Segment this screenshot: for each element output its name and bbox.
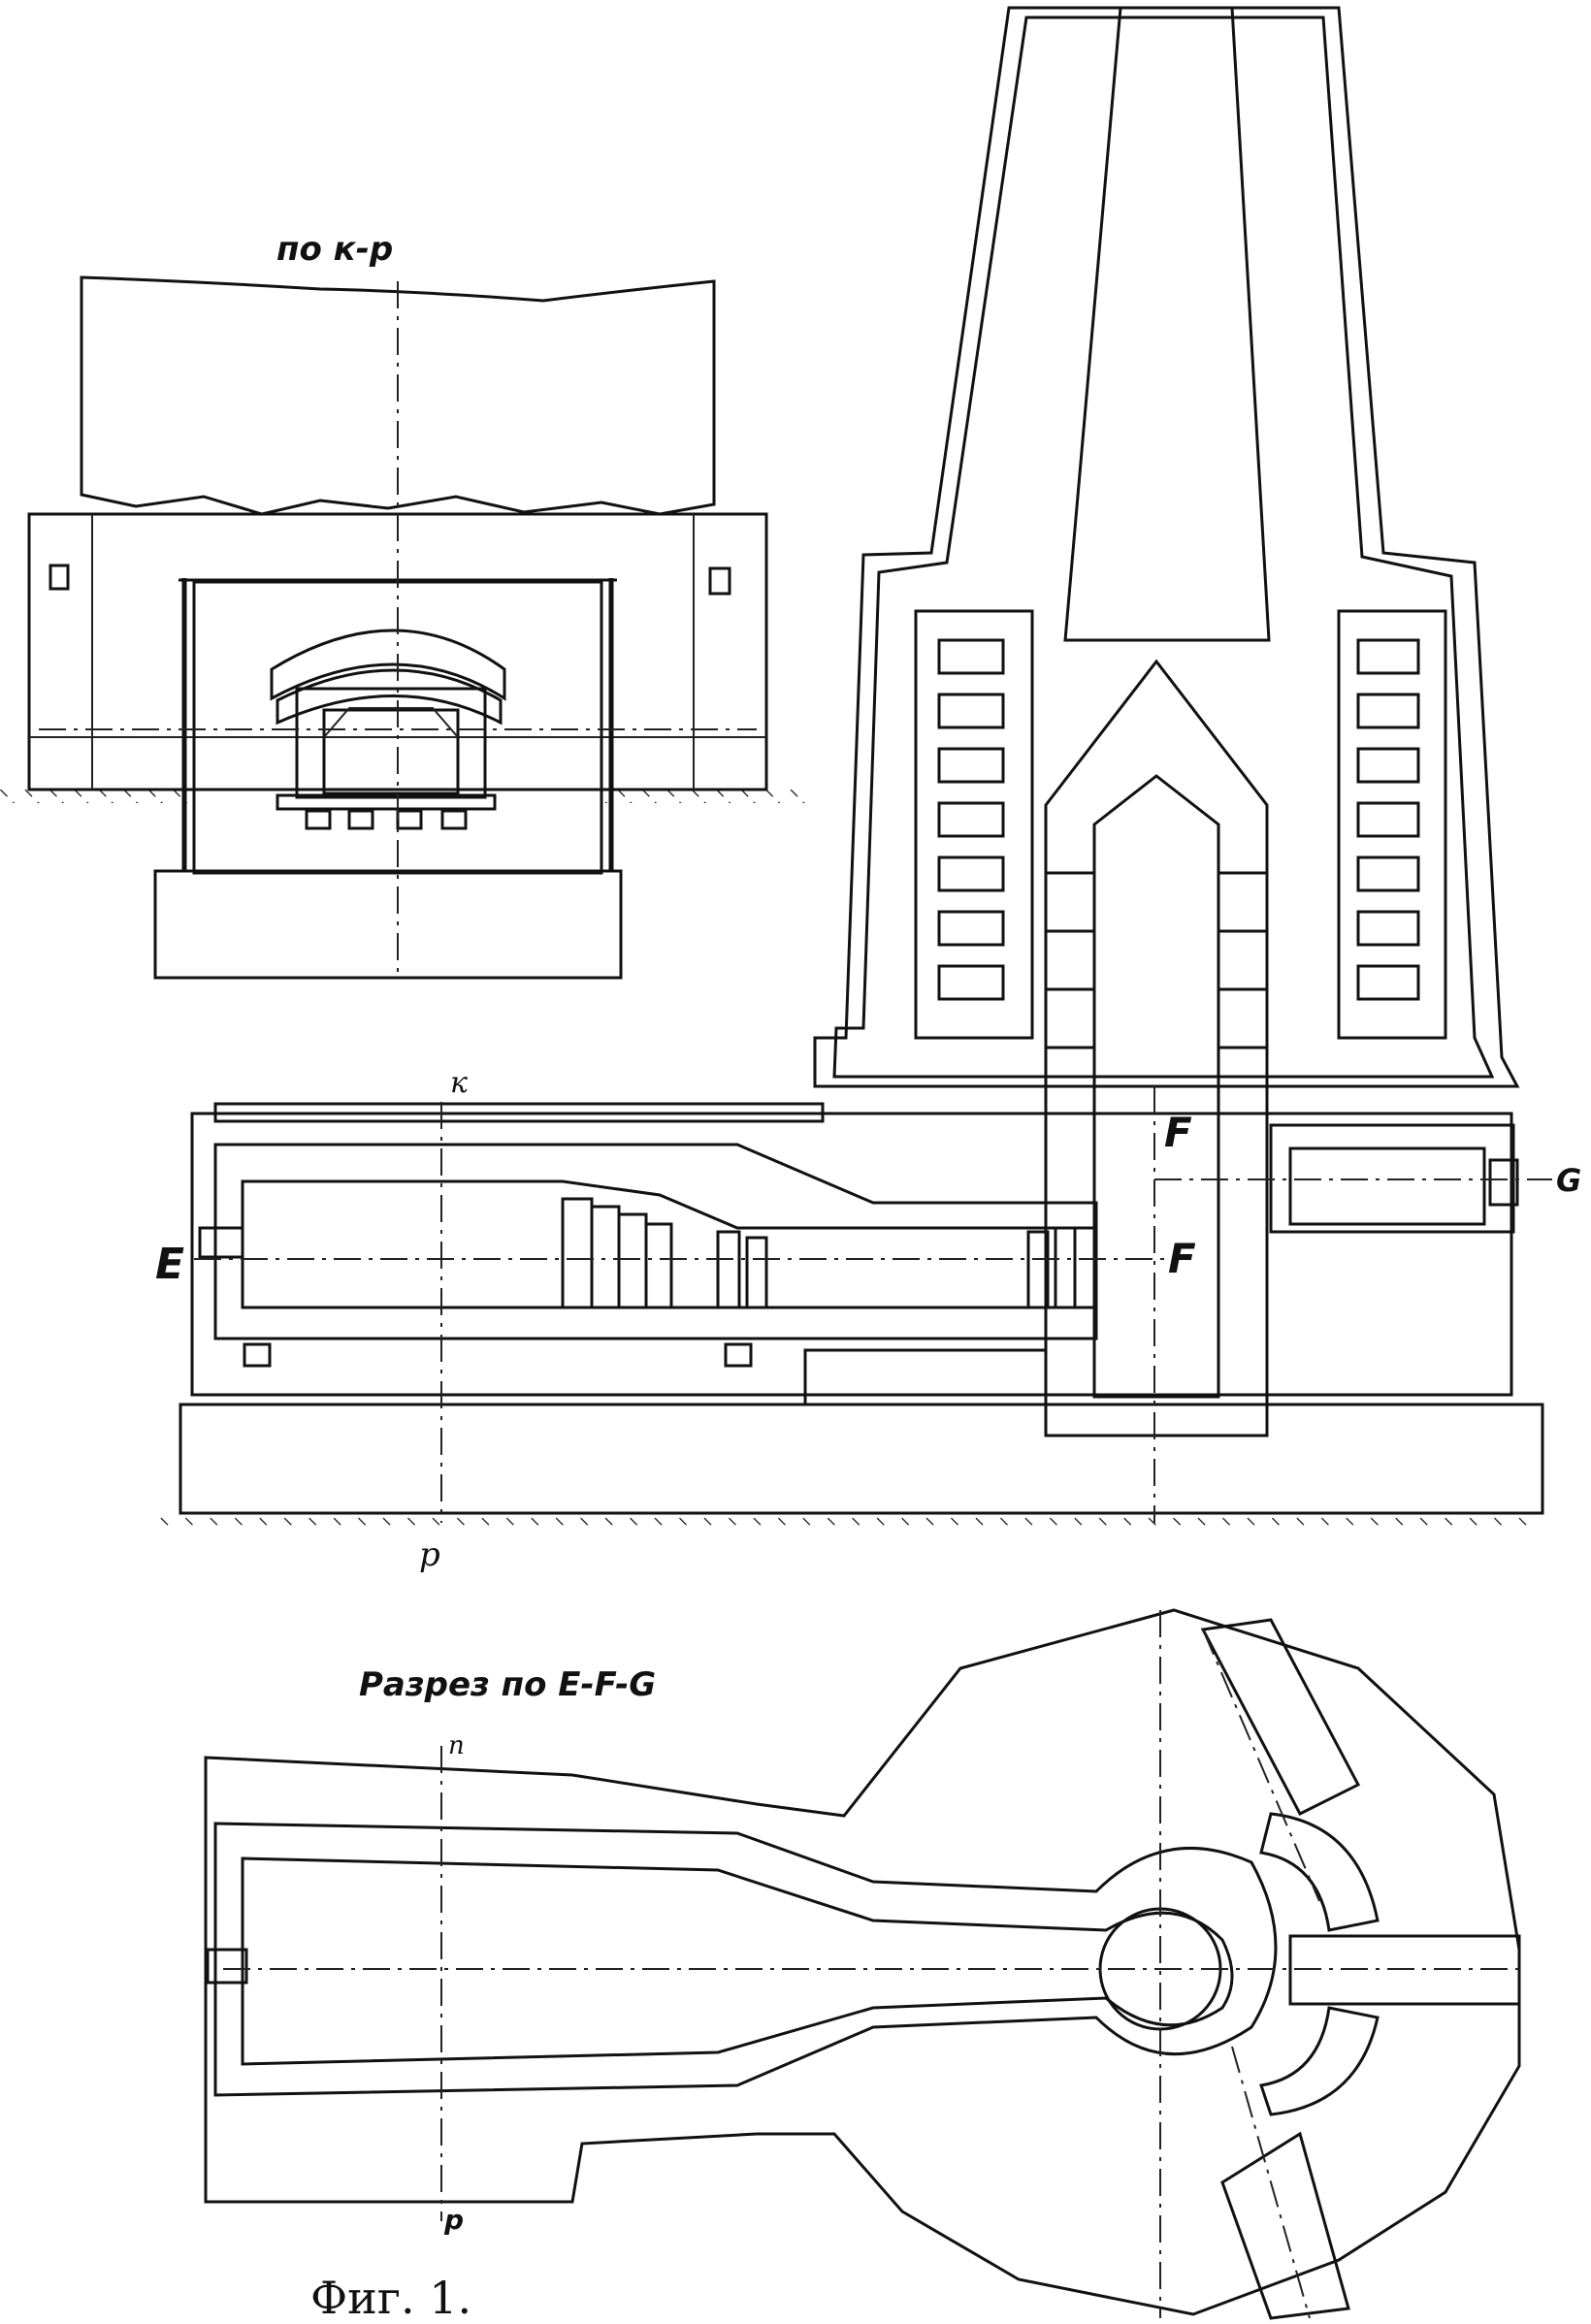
cross-section-view: по к-р <box>0 230 815 980</box>
label-p: р <box>419 1535 440 1574</box>
upper-wall-outline <box>80 275 716 516</box>
furnace-lining <box>213 1143 1098 1340</box>
firebox-arch <box>270 629 506 701</box>
tower-fins <box>1046 871 1267 1049</box>
small-opening-right <box>708 566 731 596</box>
plan-outer-body <box>204 1608 1521 2316</box>
plan-label-top: n <box>448 1731 465 1760</box>
plan-section-title: Разрез по E-F-G <box>359 1665 656 1704</box>
plan-flame-channel <box>241 1856 1234 2066</box>
central-tower <box>1044 659 1269 1437</box>
recuperator-right <box>1337 609 1447 1040</box>
label-k: к <box>450 1066 468 1100</box>
longitudinal-section-view: к р E F F G <box>155 6 1581 1574</box>
burner-port <box>198 1226 244 1259</box>
throat-steps <box>561 1197 1077 1309</box>
recuperator-tubes-left <box>937 638 1005 1001</box>
combustion-chamber <box>322 708 460 795</box>
furnace-top-insulation <box>213 1102 825 1123</box>
plan-lining <box>213 1822 1278 2097</box>
main-foundation <box>179 1403 1544 1515</box>
small-opening-left <box>49 564 70 591</box>
chamber-lining <box>295 687 487 799</box>
foundation <box>153 869 623 980</box>
ground-right <box>601 788 815 803</box>
figure-caption: Фиг. 1. <box>310 2272 471 2324</box>
label-f-middle: F <box>1168 1235 1196 1282</box>
recuperator-tubes-right <box>1356 638 1420 1001</box>
recuperator-left <box>914 609 1034 1040</box>
plan-section-view: Разрез по E-F-G n p <box>204 1608 1521 2320</box>
label-f-upper: F <box>1164 1109 1192 1156</box>
working-chamber <box>241 1179 1096 1309</box>
chimney-shell <box>813 6 1520 1088</box>
furnace-body <box>190 1112 1513 1397</box>
section-title-k-p: по к-р <box>276 230 393 269</box>
ground-left <box>0 788 194 803</box>
outlet-duct <box>1288 1146 1486 1226</box>
main-ground <box>155 1513 1533 1527</box>
chimney-flue <box>1063 6 1271 642</box>
label-g: G <box>1556 1162 1581 1199</box>
plan-label-bottom: p <box>443 2204 464 2236</box>
plan-channel-lower <box>1220 2131 1350 2320</box>
label-e: E <box>155 1240 184 1289</box>
plan-channel-upper <box>1200 1618 1361 1816</box>
